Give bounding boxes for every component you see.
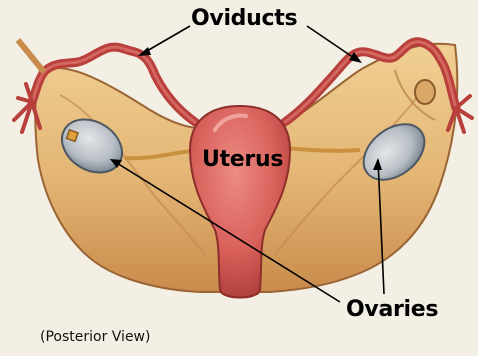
label-oviducts: Oviducts: [191, 6, 297, 31]
left-ligament-stub: [18, 40, 44, 72]
caption-view: (Posterior View): [40, 329, 150, 345]
label-ovaries: Ovaries: [346, 297, 438, 322]
right-follicle: [415, 80, 435, 104]
label-uterus: Uterus: [202, 147, 283, 172]
